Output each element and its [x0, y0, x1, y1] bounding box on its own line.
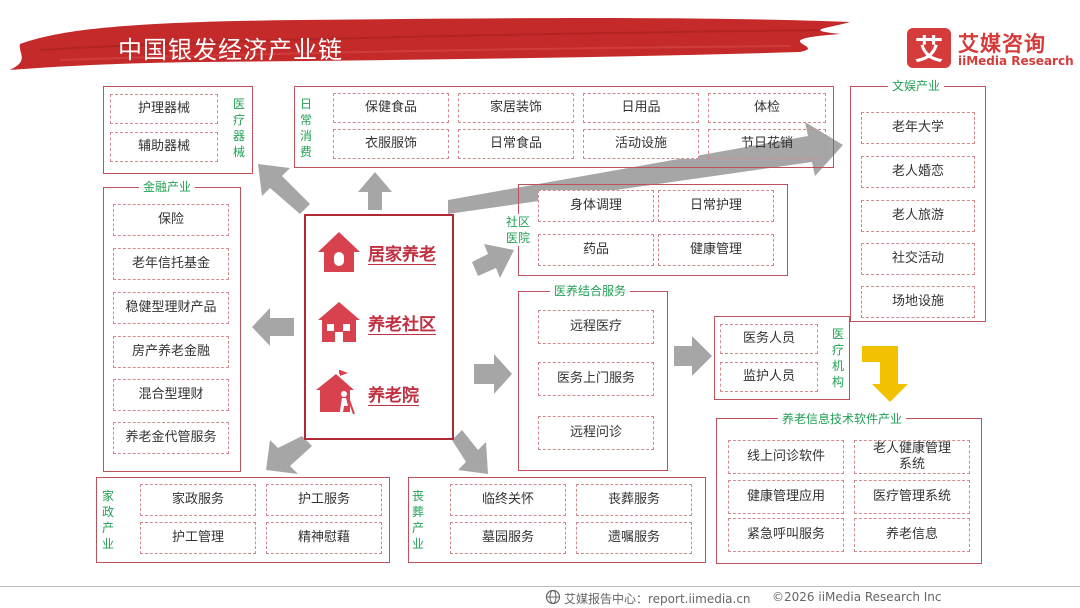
arrow-to-it: [862, 346, 908, 402]
it-item: 紧急呼叫服务: [728, 518, 844, 552]
finance-item: 房产养老金融: [113, 336, 229, 368]
brand-logo-icon: 艾: [907, 28, 951, 68]
funeral-item: 丧葬服务: [576, 484, 692, 516]
arrow-to-daily: [358, 172, 392, 210]
finance-item: 老年信托基金: [113, 248, 229, 280]
community-item: 药品: [538, 234, 654, 266]
it-item: 医疗管理系统: [854, 480, 970, 514]
culture-item: 老人婚恋: [861, 156, 975, 188]
arrow-to-medical: [258, 164, 310, 214]
nursing-home-label: 养老院: [368, 385, 419, 406]
footer-source: 艾媒报告中心：report.iimedia.cn: [564, 592, 751, 606]
brand-name-en: iiMedia Research: [958, 54, 1074, 68]
arrow-to-housekeeping: [266, 436, 312, 474]
brand-name-cn: 艾媒咨询: [958, 32, 1046, 56]
community-item: 健康管理: [658, 234, 774, 266]
arrow-to-institution: [674, 336, 712, 376]
medcare-label: 医养结合服务: [550, 282, 631, 299]
institution-frame: [714, 316, 850, 400]
finance-item: 稳健型理财产品: [113, 292, 229, 324]
daily-item: 节日花销: [708, 129, 826, 159]
daily-item: 保健食品: [333, 93, 449, 123]
arrow-to-funeral: [452, 430, 488, 474]
it-item: 老人健康管理系统: [854, 440, 970, 474]
institution-label: 医疗机构: [831, 327, 844, 389]
daily-frame: [294, 86, 834, 168]
institution-item: 监护人员: [720, 362, 818, 392]
housekeeping-label: 家政产业: [101, 489, 114, 551]
finance-label: 金融产业: [139, 178, 196, 195]
arrow-to-finance: [252, 308, 294, 346]
medical-devices-frame: [103, 86, 253, 174]
housekeeping-item: 精神慰藉: [266, 522, 382, 554]
culture-label: 文娱产业: [888, 77, 945, 94]
finance-item: 保险: [113, 204, 229, 236]
house-icon: [318, 232, 360, 272]
medcare-item: 医务上门服务: [538, 362, 654, 396]
housekeeping-item: 家政服务: [140, 484, 256, 516]
funeral-label: 丧葬产业: [411, 489, 424, 551]
community-care-label: 养老社区: [368, 314, 436, 335]
culture-item: 社交活动: [861, 243, 975, 275]
finance-item: 混合型理财: [113, 379, 229, 411]
nursing-home-item: 养老院: [316, 370, 419, 416]
footer-divider: [0, 586, 1080, 587]
it-item: 线上问诊软件: [728, 440, 844, 474]
housekeeping-item: 护工管理: [140, 522, 256, 554]
globe-icon: [545, 589, 561, 605]
home-care-item: 居家养老: [316, 230, 436, 274]
page-title: 中国银发经济产业链: [118, 36, 343, 64]
funeral-frame: [408, 477, 706, 563]
medcare-item: 远程医疗: [538, 310, 654, 344]
center-care-box: [304, 214, 454, 440]
it-item: 健康管理应用: [728, 480, 844, 514]
daily-item: 体检: [708, 93, 826, 123]
daily-item: 日常食品: [458, 129, 574, 159]
home-care-label: 居家养老: [368, 244, 436, 265]
community-item: 日常护理: [658, 190, 774, 222]
community-item: 身体调理: [538, 190, 654, 222]
daily-item: 活动设施: [583, 129, 699, 159]
daily-item: 家居装饰: [458, 93, 574, 123]
funeral-item: 遗嘱服务: [576, 522, 692, 554]
housekeeping-frame: [96, 477, 390, 563]
funeral-item: 墓园服务: [450, 522, 566, 554]
it-item: 养老信息: [854, 518, 970, 552]
it-label: 养老信息技术软件产业: [778, 410, 907, 427]
institution-item: 医务人员: [720, 324, 818, 354]
housekeeping-item: 护工服务: [266, 484, 382, 516]
medical-device-item: 辅助器械: [110, 132, 218, 162]
daily-item: 衣服服饰: [333, 129, 449, 159]
community-house-icon: [318, 302, 360, 342]
culture-item: 场地设施: [861, 286, 975, 318]
medical-devices-label: 医疗器械: [232, 97, 245, 159]
culture-item: 老年大学: [861, 112, 975, 144]
arrow-to-medcare: [474, 354, 512, 394]
finance-item: 养老金代管服务: [113, 422, 229, 454]
funeral-item: 临终关怀: [450, 484, 566, 516]
community-care-item: 养老社区: [316, 300, 436, 344]
elderly-house-icon: [316, 370, 355, 415]
footer-copyright: ©2026 iiMedia Research Inc: [772, 590, 942, 604]
community-label: 社区医院: [502, 214, 534, 246]
arrow-to-community: [472, 244, 514, 278]
daily-item: 日用品: [583, 93, 699, 123]
daily-label: 日常消费: [299, 97, 312, 159]
medcare-item: 远程问诊: [538, 416, 654, 450]
medical-device-item: 护理器械: [110, 94, 218, 124]
header-brush: [10, 18, 850, 70]
culture-item: 老人旅游: [861, 200, 975, 232]
